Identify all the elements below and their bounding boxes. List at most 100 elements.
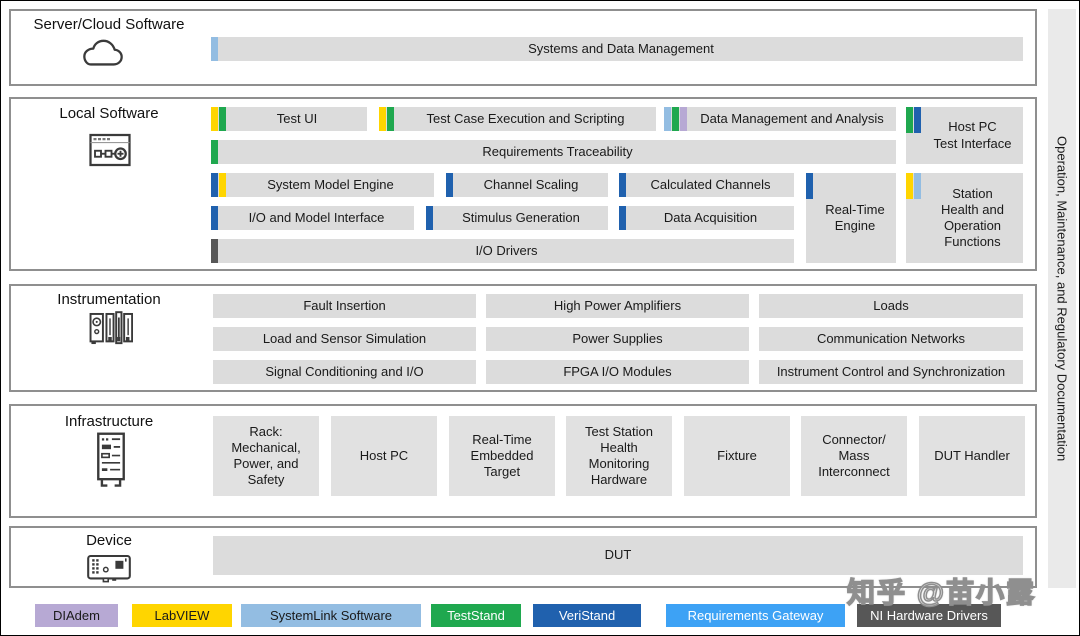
section-infrastructure: Infrastructure Rack: Mechanical, Power, …: [9, 404, 1037, 518]
legend-diadem: DIAdem: [35, 604, 118, 627]
legend-ni-hardware-drivers: NI Hardware Drivers: [857, 604, 1001, 627]
systemlink-marker: [664, 107, 671, 131]
infra-box-connector-interconnect: Connector/ Mass Interconnect: [801, 416, 907, 496]
section-title-device: Device: [86, 532, 132, 549]
bar-io-and-model-interface: I/O and Model Interface: [211, 206, 414, 230]
bar-label: Instrument Control and Synchronization: [776, 363, 1006, 379]
bar-real-time-engine: Real-Time Engine: [806, 173, 896, 263]
bar-markers: [906, 173, 922, 199]
section-title-infrastructure: Infrastructure: [64, 413, 154, 430]
bar-power-supplies: Power Supplies: [486, 327, 749, 351]
bar-label: Host PC Test Interface: [933, 119, 1012, 151]
legend-requirements-gateway: Requirements Gateway: [666, 604, 845, 627]
bar-dut: DUT: [213, 536, 1023, 575]
infra-box-rack: Rack: Mechanical, Power, and Safety: [213, 416, 319, 496]
teststand-marker: [672, 107, 679, 131]
labview-marker: [219, 173, 226, 197]
instrument-modules-icon: [87, 310, 133, 348]
bar-label: Signal Conditioning and I/O: [265, 363, 424, 379]
veristand-marker: [806, 173, 813, 199]
legend-veristand: VeriStand: [533, 604, 641, 627]
bar-channel-scaling: Channel Scaling: [446, 173, 608, 197]
bar-markers: [446, 173, 454, 197]
bar-label: Load and Sensor Simulation: [262, 330, 427, 346]
veristand-marker: [446, 173, 453, 197]
veristand-marker: [619, 173, 626, 197]
bar-stimulus-generation: Stimulus Generation: [426, 206, 608, 230]
infra-box-fixture: Fixture: [684, 416, 790, 496]
bar-system-model-engine: System Model Engine: [211, 173, 434, 197]
bar-markers: [211, 140, 219, 164]
right-rail-label: Operation, Maintenance, and Regulatory D…: [1054, 135, 1070, 462]
labview-marker: [211, 107, 218, 131]
bar-markers: [211, 206, 219, 230]
bar-label: High Power Amplifiers: [553, 297, 682, 313]
systemlink-marker: [914, 173, 921, 199]
veristand-marker: [211, 206, 218, 230]
bar-label: Communication Networks: [816, 330, 966, 346]
veristand-marker: [211, 173, 218, 197]
teststand-marker: [387, 107, 394, 131]
bar-calculated-channels: Calculated Channels: [619, 173, 794, 197]
veristand-marker: [426, 206, 433, 230]
bar-label: Channel Scaling: [483, 176, 579, 192]
veristand-marker: [619, 206, 626, 230]
bar-label: FPGA I/O Modules: [563, 363, 672, 379]
bar-test-ui: Test UI: [211, 107, 367, 131]
section-title-local-software: Local Software: [59, 105, 159, 122]
bar-high-power-amplifiers: High Power Amplifiers: [486, 294, 749, 318]
bar-label: DUT: [604, 547, 632, 563]
application-window-icon: [89, 133, 131, 167]
bar-markers: [211, 173, 227, 197]
bar-markers: [906, 107, 922, 133]
bar-host-pc-test-interface: Host PC Test Interface: [906, 107, 1023, 164]
systemlink-marker: [211, 37, 218, 61]
rack-icon: [91, 431, 131, 491]
veristand-marker: [914, 107, 921, 133]
bar-markers: [806, 173, 814, 199]
section-local-software: Local Software Test UI Test Case Ex: [9, 97, 1037, 271]
bar-markers: [211, 37, 219, 61]
bar-label: Test Case Execution and Scripting: [426, 110, 625, 126]
teststand-marker: [211, 140, 218, 164]
circuit-board-icon: [84, 552, 134, 584]
bar-load-and-sensor-simulation: Load and Sensor Simulation: [213, 327, 476, 351]
diadem-marker: [680, 107, 687, 131]
infra-box-host-pc: Host PC: [331, 416, 437, 496]
section-device: Device DUT: [9, 526, 1037, 588]
bar-label: Fault Insertion: [303, 297, 386, 313]
bar-signal-conditioning-io: Signal Conditioning and I/O: [213, 360, 476, 384]
watermark: 知乎 @苗小露: [846, 576, 1037, 609]
bar-loads: Loads: [759, 294, 1023, 318]
bar-data-acquisition: Data Acquisition: [619, 206, 794, 230]
section-title-instrumentation: Instrumentation: [57, 291, 161, 308]
right-rail: Operation, Maintenance, and Regulatory D…: [1048, 9, 1076, 588]
bar-markers: [211, 107, 227, 131]
bar-markers: [379, 107, 395, 131]
bar-label: System Model Engine: [267, 176, 394, 192]
bar-label: I/O Drivers: [475, 242, 538, 258]
legend-systemlink-software: SystemLink Software: [241, 604, 421, 627]
bar-requirements-traceability: Requirements Traceability: [211, 140, 896, 164]
bar-label: Real-Time Engine: [825, 201, 885, 233]
infra-box-real-time-target: Real-Time Embedded Target: [449, 416, 555, 496]
labview-marker: [906, 173, 913, 199]
bar-label: Data Management and Analysis: [700, 110, 884, 126]
bar-label: Stimulus Generation: [462, 209, 580, 225]
bar-communication-networks: Communication Networks: [759, 327, 1023, 351]
legend-labview: LabVIEW: [132, 604, 232, 627]
bar-markers: [211, 239, 219, 263]
bar-label: Calculated Channels: [650, 176, 771, 192]
section-instrumentation: Instrumentation Fault Insertion: [9, 284, 1037, 392]
teststand-marker: [219, 107, 226, 131]
infra-box-test-station-health: Test Station Health Monitoring Hardware: [566, 416, 672, 496]
bar-label: Test UI: [276, 110, 318, 126]
bar-label: Loads: [873, 297, 909, 313]
bar-fpga-io-modules: FPGA I/O Modules: [486, 360, 749, 384]
bar-io-drivers: I/O Drivers: [211, 239, 794, 263]
teststand-marker: [906, 107, 913, 133]
bar-label: Station Health and Operation Functions: [941, 185, 1004, 250]
bar-data-management-analysis: Data Management and Analysis: [664, 107, 896, 131]
bar-station-health-functions: Station Health and Operation Functions: [906, 173, 1023, 263]
